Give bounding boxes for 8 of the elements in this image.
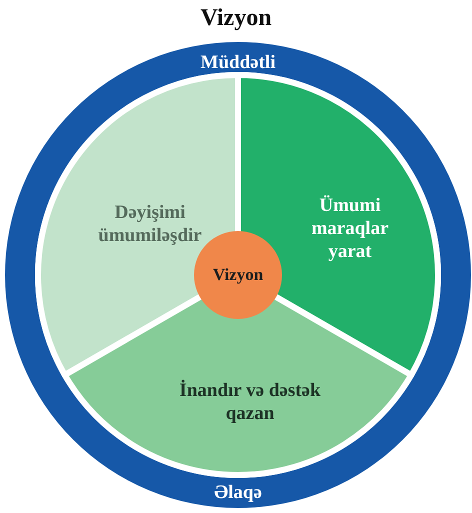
sector-label: Ümumi maraqlar yarat [310,195,390,264]
diagram-title: Vizyon [199,4,273,33]
ring-label: Müddətli [200,52,276,74]
sector-label: İnandır və dəstək qazan [178,380,322,426]
center-label: Vizyon [212,265,264,286]
sector-label: Dəyişimi ümumiləşdir [97,202,203,248]
ring-label: Əlaqə [213,482,263,504]
ring-band [5,42,471,508]
